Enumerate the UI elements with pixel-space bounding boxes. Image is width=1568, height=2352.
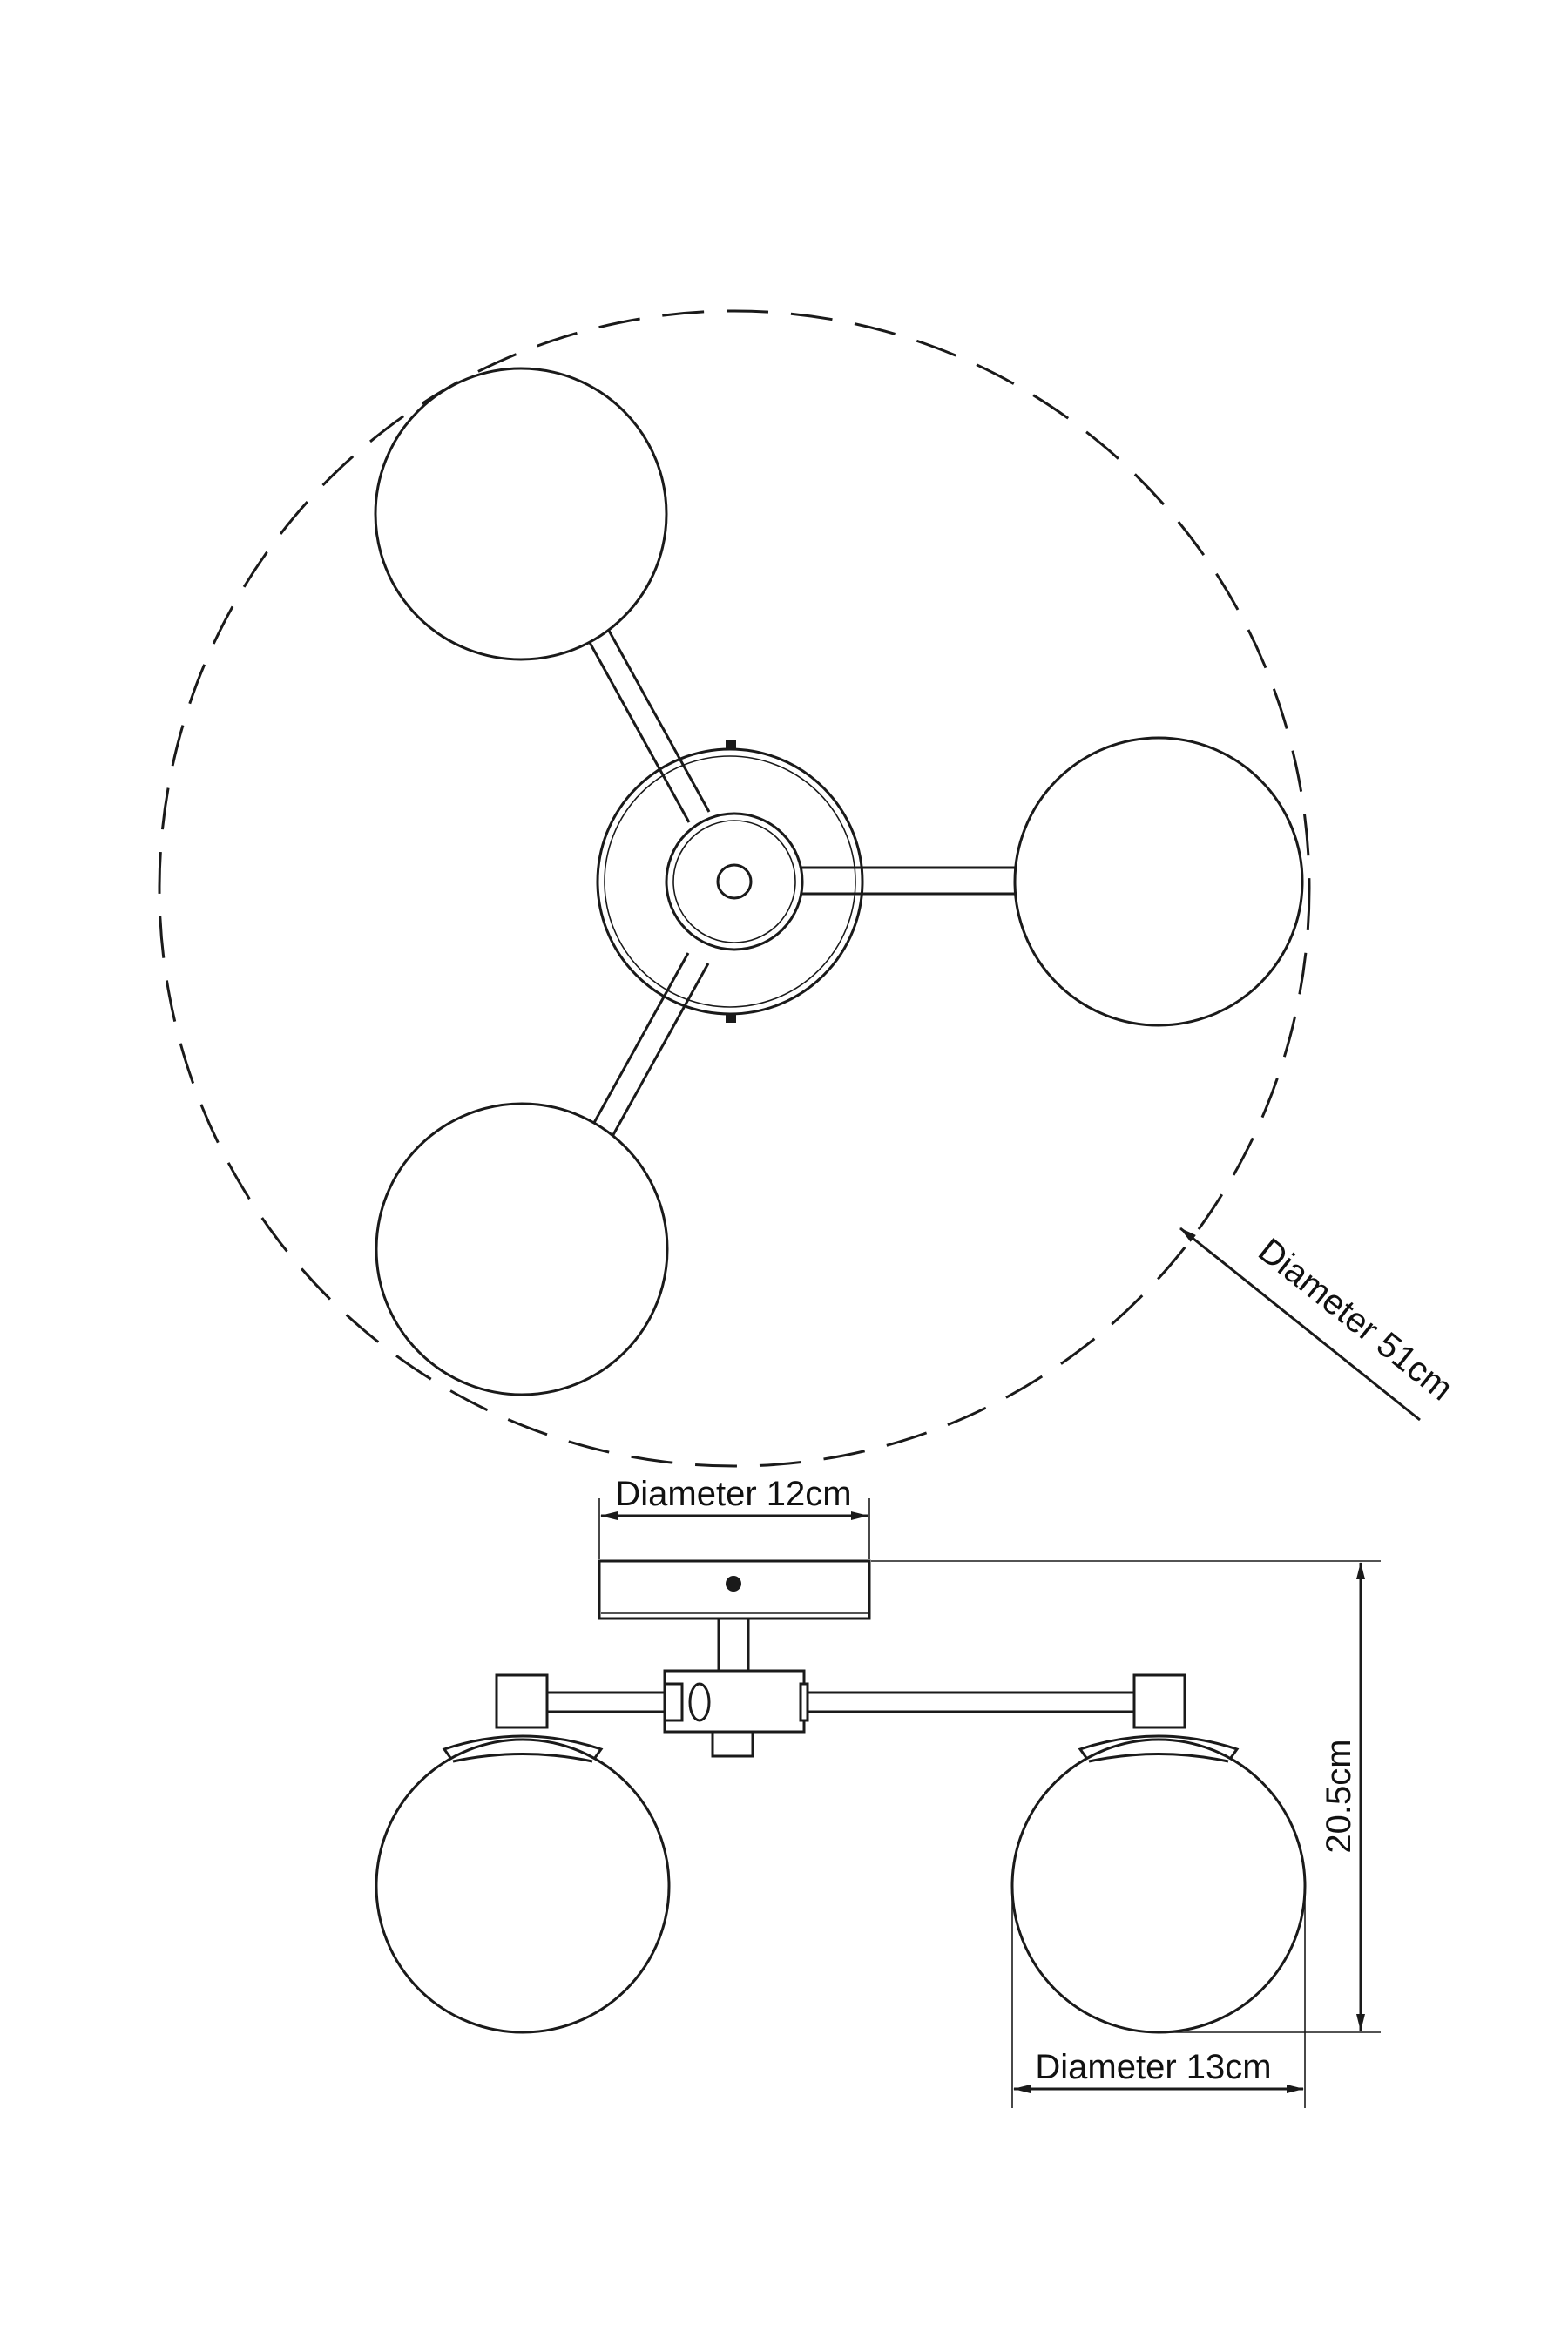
central-hub-bolt [716,863,753,900]
side-hub-bottom-knob [711,1730,754,1758]
canopy-screw-top [726,740,736,749]
side-view: Diameter 12cm 20.5cm [375,1475,1381,2108]
side-stem [717,1617,750,1673]
globe-lower-left [375,1102,669,1396]
top-arm-upper-left [582,620,711,823]
top-arm-right [787,866,1018,896]
right-globe-cap-rim [1088,1753,1229,1763]
canopy-diameter-label: Diameter 12cm [615,1475,851,1513]
right-globe-side [1010,1738,1307,2034]
left-globe-cap-rim [452,1753,593,1763]
height-label: 20.5cm [1320,1739,1358,1853]
globe-right [1013,736,1304,1027]
top-view: Diameter 51cm [158,309,1460,1468]
globe-diameter-label: Diameter 13cm [1035,2048,1271,2086]
top-arm-lower-left [589,952,710,1140]
side-hub-right-nut [799,1682,809,1722]
side-arm [547,1691,1134,1713]
canopy-plate-inner-rim [604,755,856,1008]
canopy-screw-bottom [726,1014,736,1023]
overall-diameter-label: Diameter 51cm [1251,1231,1460,1408]
side-hub-left-nut [663,1682,684,1722]
side-hub [663,1669,806,1734]
overall-diameter-leader [1179,1227,1421,1422]
overall-diameter-dashed-circle [158,309,1311,1468]
side-hub-bolt [688,1682,711,1722]
left-globe-side [375,1738,671,2034]
left-socket-holder [495,1673,549,1729]
central-hub-inner [672,820,796,943]
right-socket-holder [1132,1673,1186,1729]
globe-upper-left [374,367,668,661]
canopy-screw-side [726,1576,741,1592]
